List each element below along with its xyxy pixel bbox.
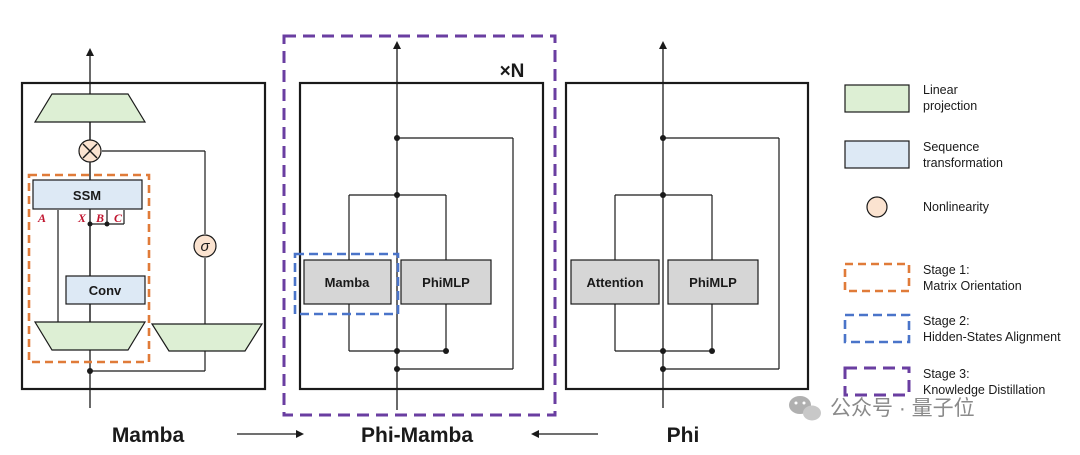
- phi-dot-residual: [660, 366, 666, 372]
- sigma-nonlinearity: [193, 234, 217, 258]
- gate-input-projection: [150, 323, 264, 352]
- ssm-input-a: A: [37, 211, 46, 225]
- stage3-outline: [282, 34, 557, 417]
- phi-dot-merge: [660, 348, 666, 354]
- phi-mlp-label: PhiMLP: [689, 275, 737, 290]
- mamba-block-frame: [20, 81, 267, 391]
- legend-stage2-line2: Hidden-States Alignment: [923, 330, 1061, 344]
- label-phimamba: Phi-Mamba: [361, 424, 473, 447]
- legend-sequence-line1: Sequence: [923, 140, 979, 154]
- mamba-conv-split-dot: [87, 221, 93, 227]
- legend-linear-line1: Linear: [923, 83, 958, 97]
- legend-stage1-line2: Matrix Orientation: [923, 279, 1022, 293]
- legend-stage2: Stage 2: Hidden-States Alignment: [923, 314, 1061, 344]
- label-phi: Phi: [667, 424, 700, 447]
- multiply-node: [78, 139, 102, 163]
- mamba-residual-dot: [87, 368, 93, 374]
- legend-stage2-line1: Stage 2:: [923, 314, 970, 328]
- phi-mlp-box: [667, 259, 759, 305]
- phi-connections: [614, 137, 780, 370]
- phimamba-dot-residual: [394, 366, 400, 372]
- sigma-symbol: σ: [200, 238, 210, 255]
- legend-stage3: Stage 3: Knowledge Distillation: [923, 367, 1045, 397]
- legend-stage1: Stage 1: Matrix Orientation: [923, 263, 1022, 293]
- legend-swatch-nonlinearity: [866, 196, 888, 218]
- conv-label: Conv: [89, 283, 122, 298]
- legend: Linear projection Sequence transformatio…: [843, 83, 1061, 397]
- phi-dot-mlp: [709, 348, 715, 354]
- watermark: 公众号 · 量子位: [789, 396, 975, 421]
- ssm-label: SSM: [73, 188, 101, 203]
- legend-swatch-stage3: [843, 366, 911, 397]
- label-mamba: Mamba: [112, 424, 185, 447]
- stage1-outline: [27, 173, 151, 364]
- legend-linear-line2: projection: [923, 99, 977, 113]
- ssm-input-b: B: [95, 211, 104, 225]
- legend-swatch-sequence: [844, 140, 910, 169]
- ssm-input-x: X: [77, 211, 87, 225]
- legend-stage3-line2: Knowledge Distillation: [923, 383, 1045, 397]
- mamba-output-projection: [33, 93, 147, 123]
- wechat-icon: [789, 396, 821, 421]
- mamba-bc-split-dot: [104, 221, 110, 227]
- bottom-labels: Mamba Phi-Mamba Phi: [112, 424, 700, 447]
- conv-box: [65, 275, 146, 305]
- attention-label: Attention: [586, 275, 643, 290]
- phimamba-dot-mlp: [443, 348, 449, 354]
- phimamba-dot-merge: [394, 348, 400, 354]
- watermark-text: 公众号 · 量子位: [830, 397, 975, 420]
- legend-linear-projection: Linear projection: [923, 83, 977, 113]
- legend-swatch-stage2: [843, 313, 911, 344]
- ssm-box: [32, 179, 143, 210]
- phi-block: Attention PhiMLP: [564, 41, 810, 408]
- legend-nonlinearity: Nonlinearity: [923, 200, 990, 214]
- phimamba-mlp-label: PhiMLP: [422, 275, 470, 290]
- legend-sequence-transformation: Sequence transformation: [923, 140, 1003, 170]
- phi-block-frame: [564, 81, 810, 391]
- attention-box: [570, 259, 660, 305]
- mamba-block: SSM A X B C Conv σ: [20, 48, 267, 408]
- legend-stage3-line1: Stage 3:: [923, 367, 970, 381]
- ssm-input-c: C: [114, 211, 123, 225]
- legend-sequence-line2: transformation: [923, 156, 1003, 170]
- phimamba-block-frame: [298, 81, 545, 391]
- mamba-mixer-box: [303, 259, 392, 305]
- repeat-label: ×N: [500, 61, 525, 82]
- legend-swatch-stage1: [843, 262, 911, 293]
- phimamba-dot-split: [394, 192, 400, 198]
- phimamba-block: Mamba PhiMLP ×N: [282, 34, 557, 417]
- stage2-outline: [293, 252, 400, 316]
- phimamba-dot-top: [394, 135, 400, 141]
- legend-swatch-linear: [844, 84, 910, 113]
- phimamba-mlp-box: [400, 259, 492, 305]
- phi-dot-top: [660, 135, 666, 141]
- mamba-mixer-label: Mamba: [325, 275, 371, 290]
- mamba-input-projection: [33, 321, 147, 351]
- phi-dot-split: [660, 192, 666, 198]
- legend-stage1-line1: Stage 1:: [923, 263, 970, 277]
